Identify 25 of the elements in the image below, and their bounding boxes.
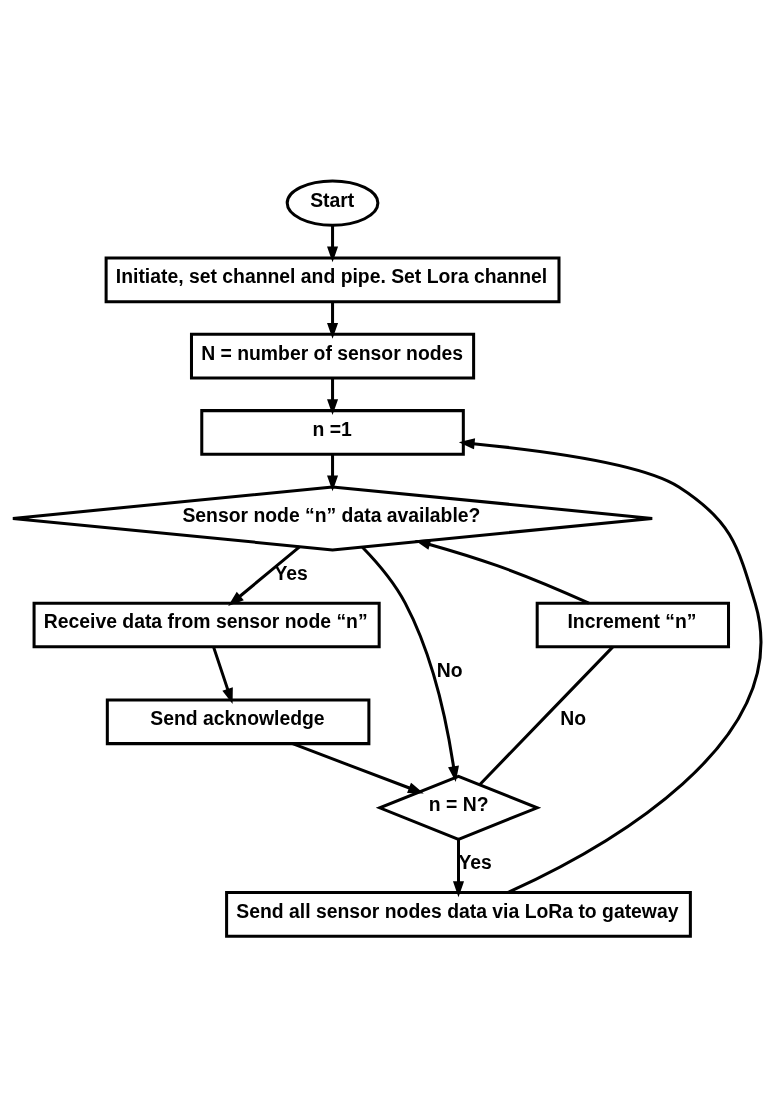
connector bbox=[478, 645, 614, 786]
edge-label: No bbox=[436, 658, 463, 681]
arrow bbox=[414, 539, 590, 605]
arrow bbox=[458, 438, 763, 894]
arrow bbox=[228, 545, 301, 606]
node-box: Initiate, set channel and pipe. Set Lora channel bbox=[104, 256, 561, 304]
arrow bbox=[361, 546, 459, 782]
arrow bbox=[327, 302, 339, 339]
arrow bbox=[452, 839, 464, 898]
arrow bbox=[327, 454, 339, 492]
node-box: Increment “n” bbox=[535, 601, 731, 649]
node-box: n =1 bbox=[200, 409, 465, 456]
arrow bbox=[327, 225, 339, 263]
arrow bbox=[292, 742, 424, 794]
node-ellipse: Start bbox=[285, 179, 380, 227]
edge-label: No bbox=[560, 707, 587, 730]
arrow bbox=[212, 646, 233, 705]
node-box: Send acknowledge bbox=[105, 698, 371, 746]
edge-label: Yes bbox=[458, 851, 492, 874]
arrow bbox=[327, 378, 339, 416]
edge-label: Yes bbox=[274, 561, 308, 584]
node-box: Send all sensor nodes data via LoRa to gateway bbox=[225, 891, 692, 938]
node-box: Receive data from sensor node “n” bbox=[32, 601, 381, 649]
node-diamond: n = N? bbox=[375, 774, 542, 841]
node-box: N = number of sensor nodes bbox=[189, 332, 476, 380]
